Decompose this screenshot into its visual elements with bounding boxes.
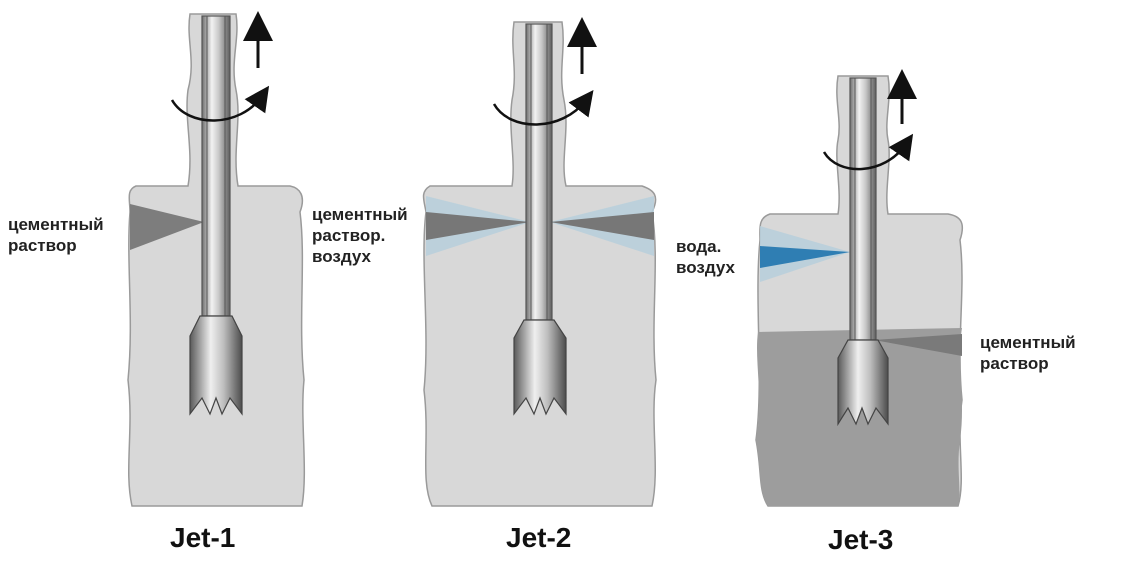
label-line: воздух [676,258,735,277]
label-line: раствор. [312,226,386,245]
rotation-arrow [170,85,270,122]
drill-bit [513,319,567,416]
jet-1-label-grout: цементный раствор [8,214,104,256]
grout-jet-right [550,212,654,240]
grout-jet-left [426,212,530,240]
jet-3-panel [755,69,964,507]
jet-1-panel [127,11,306,507]
drill-rod [525,23,553,321]
label-line: цементный [980,333,1076,352]
water-jet [760,246,850,268]
label-line: воздух [312,247,371,266]
label-line: вода. [676,237,722,256]
rotation-arrow [492,90,594,126]
grout-jet [874,334,962,356]
label-line: раствор [8,236,77,255]
label-line: цементный [8,215,104,234]
jet-2-label-grout-air: цементный раствор. воздух [312,204,408,267]
jet-1-title: Jet-1 [170,522,236,553]
label-line: цементный [312,205,408,224]
drill-bit [189,315,243,416]
drill-rod [201,15,231,317]
label-line: раствор [980,354,1049,373]
jet-3-label-water-air: вода. воздух [676,236,735,278]
drill-bit [837,339,889,427]
jet-2-panel [422,17,657,507]
rotation-arrow [822,133,914,171]
grout-jet [130,204,204,250]
drill-rod [849,77,877,341]
jet-2-title: Jet-2 [506,522,572,553]
jet-3-label-grout: цементный раствор [980,332,1076,374]
jet-3-title: Jet-3 [828,524,894,555]
